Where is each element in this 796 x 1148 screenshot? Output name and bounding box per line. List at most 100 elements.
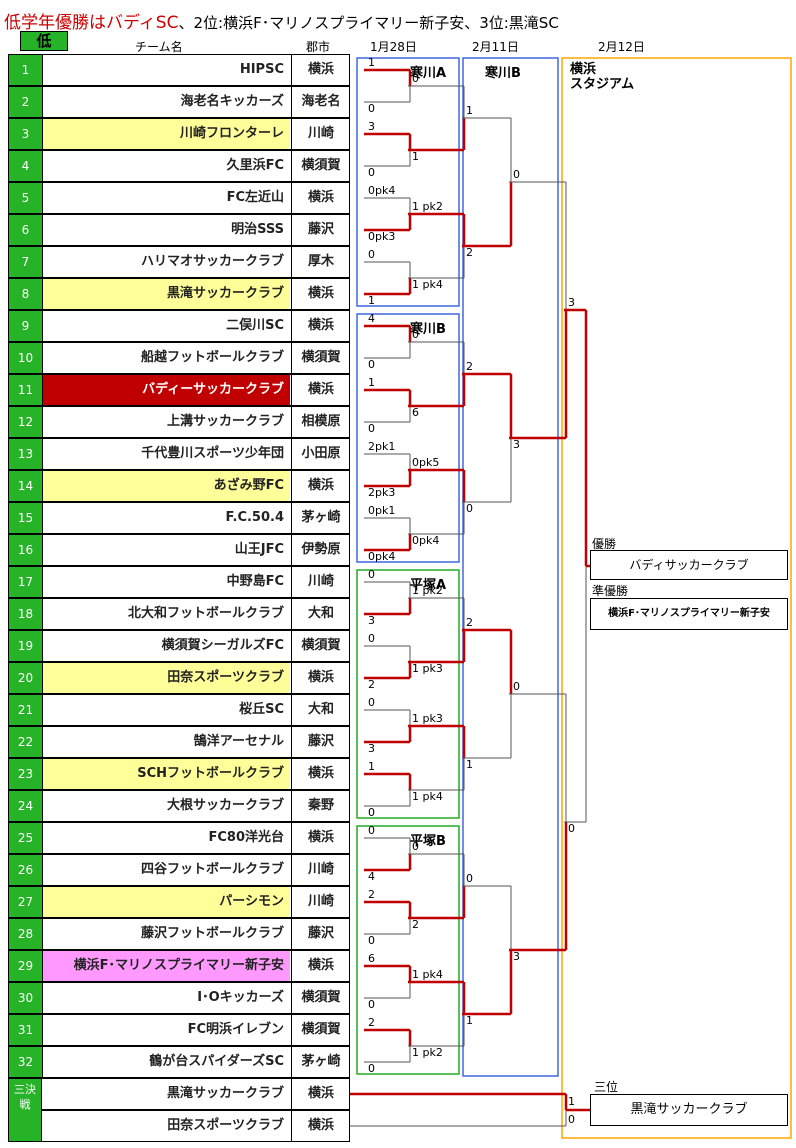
team-city: 横浜: [291, 951, 350, 981]
team-seed: 32: [9, 1047, 43, 1077]
runner-up-box: 横浜F･マリノスプライマリー新子安: [590, 598, 788, 630]
team-city: 伊勢原: [291, 535, 350, 565]
team-seed: 2: [9, 87, 43, 117]
team-name: 田奈スポーツクラブ: [167, 1118, 284, 1133]
match-score: 6: [412, 406, 419, 419]
match-score: 0: [368, 998, 375, 1011]
match-score: 0: [513, 168, 520, 181]
group-label: 平塚B: [410, 834, 446, 849]
team-city: 横浜: [291, 55, 350, 85]
round2-label: 寒川B: [485, 66, 521, 81]
team-city: 藤沢: [291, 215, 350, 245]
team-city: 横浜: [291, 471, 350, 501]
match-score: 0pk4: [412, 534, 440, 547]
match-score: 2pk1: [368, 440, 396, 453]
team-city: 横須賀: [291, 631, 350, 661]
match-score: 1: [368, 56, 375, 69]
team-row: 田奈スポーツクラブ横浜: [8, 1110, 350, 1142]
team-name: 大根サッカークラブ: [166, 798, 284, 813]
match-score: 0pk4: [368, 184, 396, 197]
team-seed: 14: [9, 471, 43, 501]
group-box: [356, 569, 460, 819]
third-place-box: 黒滝サッカークラブ: [590, 1094, 788, 1126]
team-seed: 18: [9, 599, 43, 629]
team-seed: 24: [9, 791, 43, 821]
category-badge: 低: [20, 31, 68, 51]
round2-box: [462, 57, 559, 1077]
team-city: 横浜: [291, 1111, 350, 1141]
team-seed: 19: [9, 631, 43, 661]
team-name: 鶴が台スパイダーズSC: [149, 1054, 284, 1069]
final-box: [561, 57, 792, 1139]
winner-label: 優勝: [592, 537, 617, 551]
team-seed: 27: [9, 887, 43, 917]
runner-up-label: 準優勝: [592, 584, 629, 598]
match-score: 2: [466, 360, 473, 373]
match-score: 1 pk2: [412, 584, 443, 597]
team-seed: 29: [9, 951, 43, 981]
match-score: 0pk1: [368, 504, 396, 517]
match-score: 0: [368, 102, 375, 115]
team-name: あざみ野FC: [43, 471, 290, 501]
match-score: 0: [412, 328, 419, 341]
team-name: 横須賀シーガルズFC: [161, 638, 284, 653]
team-seed: 25: [9, 823, 43, 853]
team-seed: 26: [9, 855, 43, 885]
match-score: 0: [412, 840, 419, 853]
match-score: 3: [368, 120, 375, 133]
team-name: 二俣川SC: [226, 318, 284, 333]
team-name: FC明浜イレブン: [187, 1022, 284, 1037]
team-seed: 5: [9, 183, 43, 213]
column-header-round2: 2月11日: [472, 40, 519, 54]
team-city: 横浜: [291, 1079, 350, 1109]
team-city: 茅ヶ崎: [291, 1047, 350, 1077]
team-seed: 22: [9, 727, 43, 757]
team-city: 横須賀: [291, 151, 350, 181]
match-score: 1 pk4: [412, 790, 443, 803]
third-score: 0: [568, 1113, 575, 1126]
team-name: ハリマオサッカークラブ: [140, 254, 284, 269]
team-name: 鵠洋アーセナル: [193, 734, 284, 749]
match-score: 0: [368, 632, 375, 645]
team-name: パーシモン: [43, 887, 290, 917]
team-seed: 10: [9, 343, 43, 373]
match-score: 0: [412, 72, 419, 85]
page-title: 低学年優勝はバディSC、2位:横浜F･マリノスプライマリー新子安、3位:黒滝SC: [4, 8, 559, 33]
team-city: 藤沢: [291, 727, 350, 757]
match-score: 2: [412, 918, 419, 931]
team-row: 19 横須賀シーガルズFC 横須賀: [8, 630, 350, 662]
match-score: 3: [368, 614, 375, 627]
team-city: 横浜: [291, 183, 350, 213]
match-score: 1 pk4: [412, 278, 443, 291]
team-seed: 28: [9, 919, 43, 949]
team-seed: 30: [9, 983, 43, 1013]
group-label: 平塚A: [410, 578, 447, 593]
match-score: 0: [368, 166, 375, 179]
match-score: 0: [368, 824, 375, 837]
match-score: 2: [368, 888, 375, 901]
column-header-team: チーム名: [135, 40, 183, 54]
team-name: 中野島FC: [226, 574, 284, 589]
column-header-round1: 1月28日: [370, 40, 417, 54]
title-rest: 、2位:横浜F･マリノスプライマリー新子安、3位:黒滝SC: [178, 14, 559, 32]
team-seed: 21: [9, 695, 43, 725]
match-score: 2pk3: [368, 486, 396, 499]
team-seed: 11: [9, 375, 43, 405]
team-seed: 6: [9, 215, 43, 245]
match-score: 1 pk4: [412, 968, 443, 981]
match-score: 2: [368, 678, 375, 691]
